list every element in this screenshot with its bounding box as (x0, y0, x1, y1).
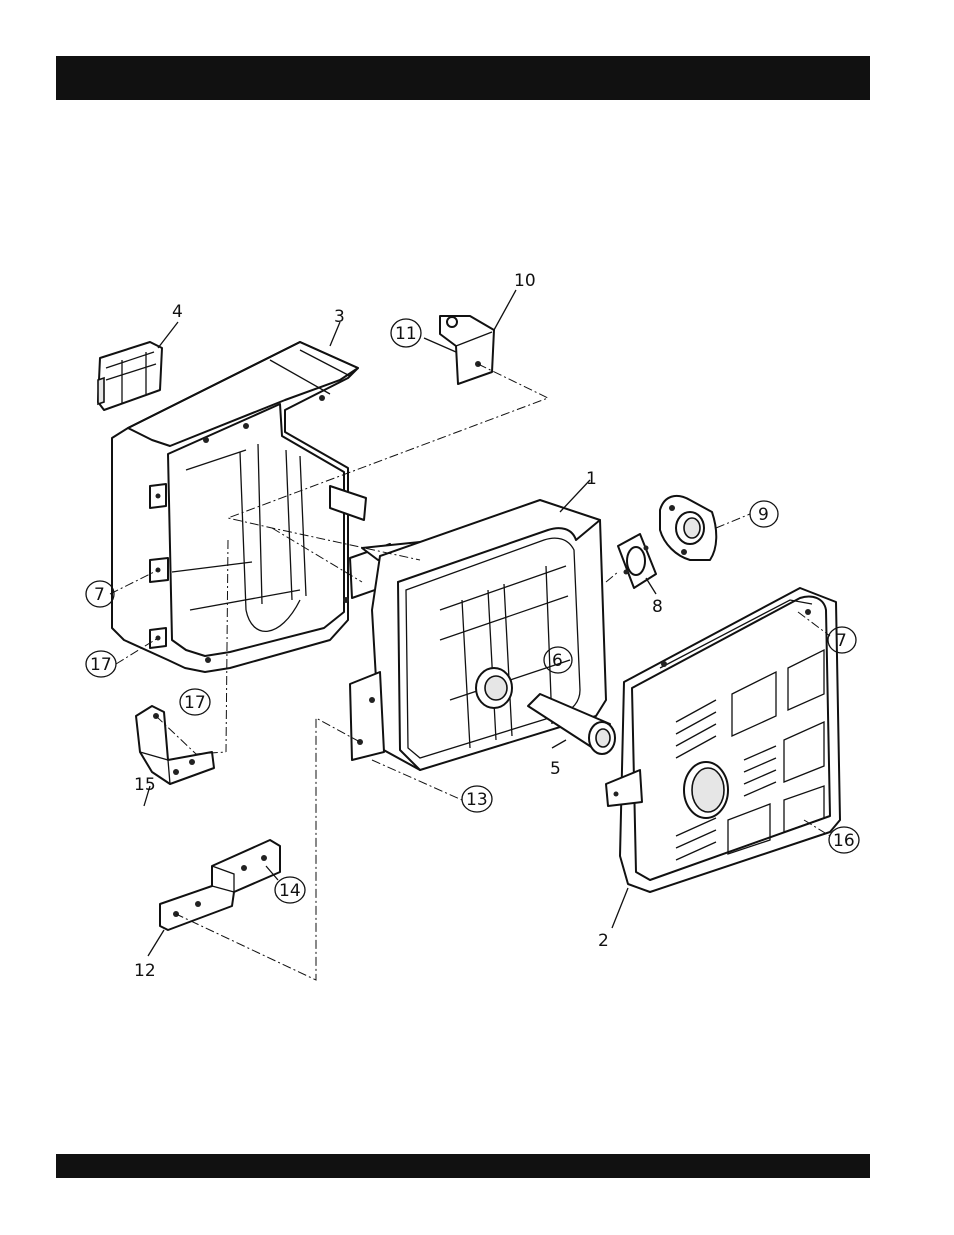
callout-2: 2 (598, 931, 609, 951)
part-15-l-bracket (136, 706, 214, 784)
part-2-heat-shield (606, 588, 840, 892)
svg-text:7: 7 (836, 631, 847, 651)
svg-text:17: 17 (184, 693, 206, 713)
callout-1: 1 (586, 469, 597, 489)
svg-text:16: 16 (833, 831, 855, 851)
svg-text:14: 14 (279, 881, 301, 901)
callout-4: 4 (172, 302, 183, 322)
svg-text:11: 11 (395, 324, 417, 344)
callout-12: 12 (134, 961, 156, 981)
callout-9-circle: 9 (750, 501, 778, 527)
callout-15: 15 (134, 775, 156, 795)
svg-text:6: 6 (552, 651, 563, 671)
callout-5: 5 (550, 759, 561, 779)
svg-text:7: 7 (94, 585, 105, 605)
callout-16-circle: 16 (829, 827, 859, 853)
part-10-bracket (440, 316, 494, 384)
callout-10: 10 (514, 271, 536, 291)
callout-17-circle-lower: 17 (180, 689, 210, 715)
callout-13-circle: 13 (462, 786, 492, 812)
part-9-exhaust-flange (660, 496, 716, 560)
callout-17-circle-left: 17 (86, 651, 116, 677)
callout-11-circle: 11 (391, 319, 421, 347)
part-8-gasket (618, 534, 656, 588)
callout-3: 3 (334, 307, 345, 327)
callout-7-circle-left: 7 (86, 581, 114, 607)
svg-text:9: 9 (758, 505, 769, 525)
svg-text:17: 17 (90, 655, 112, 675)
callout-8: 8 (652, 597, 663, 617)
callout-14-circle: 14 (275, 877, 305, 903)
part-12-flat-bracket (160, 840, 280, 930)
part-4-cover-plate (98, 342, 162, 410)
svg-text:13: 13 (466, 790, 488, 810)
